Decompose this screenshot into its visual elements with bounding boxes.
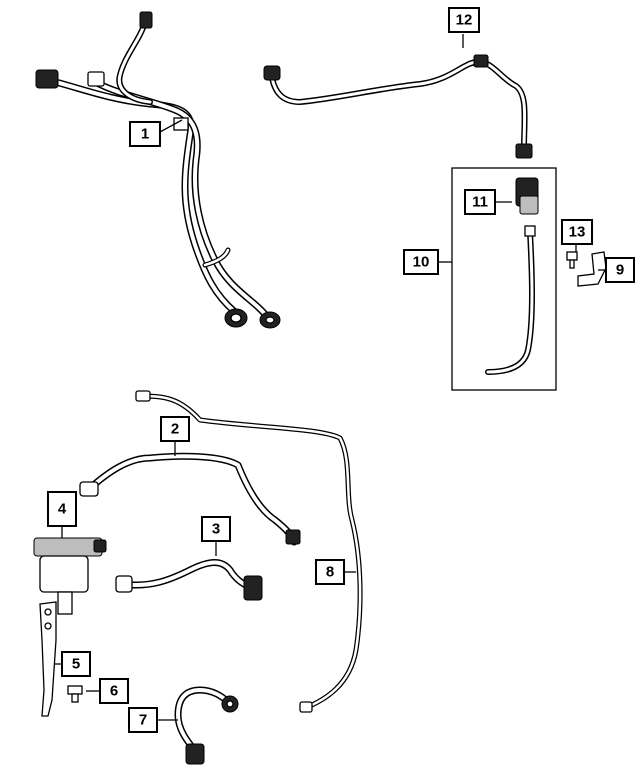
- callout-10-label: 10: [413, 254, 430, 271]
- part-6-fastener: [67, 685, 83, 703]
- callout-8-label: 8: [326, 564, 334, 581]
- part-3-hose: [115, 559, 263, 601]
- callout-2-label: 2: [171, 421, 179, 438]
- callout-13: 13: [561, 219, 593, 245]
- part-7-hose: [174, 686, 239, 765]
- callout-6-label: 6: [110, 683, 118, 700]
- callout-7: 7: [128, 707, 158, 733]
- callout-4: 4: [47, 491, 77, 527]
- callout-8: 8: [315, 559, 345, 585]
- callout-12: 12: [448, 7, 480, 33]
- callout-13-label: 13: [569, 224, 586, 241]
- part-5-bracket: [39, 601, 57, 717]
- callout-12-label: 12: [456, 12, 473, 29]
- callout-11: 11: [464, 189, 496, 215]
- callout-9-label: 9: [616, 262, 624, 279]
- callout-5-label: 5: [72, 656, 80, 673]
- callout-3: 3: [201, 516, 231, 542]
- callout-3-label: 3: [212, 521, 220, 538]
- part-12-hose: [263, 54, 533, 159]
- callout-10: 10: [403, 249, 439, 275]
- callout-4-label: 4: [58, 501, 67, 518]
- part-8-tube: [135, 390, 363, 713]
- kit-10-frame: [451, 167, 557, 391]
- callout-11-label: 11: [472, 194, 488, 211]
- part-4-valve-assembly: [33, 537, 107, 615]
- callout-9: 9: [605, 257, 635, 283]
- callout-6: 6: [99, 678, 129, 704]
- callout-5: 5: [61, 651, 91, 677]
- callout-1: 1: [129, 121, 161, 147]
- callout-1-label: 1: [141, 126, 149, 143]
- callout-2: 2: [160, 416, 190, 442]
- part-11-valve-and-hose: [485, 177, 539, 375]
- part-13-fastener: [566, 251, 578, 269]
- part-1-hose-harness: [35, 11, 281, 329]
- part-9-bracket: [577, 251, 607, 287]
- part-2-hose: [79, 452, 301, 546]
- callout-7-label: 7: [139, 712, 147, 729]
